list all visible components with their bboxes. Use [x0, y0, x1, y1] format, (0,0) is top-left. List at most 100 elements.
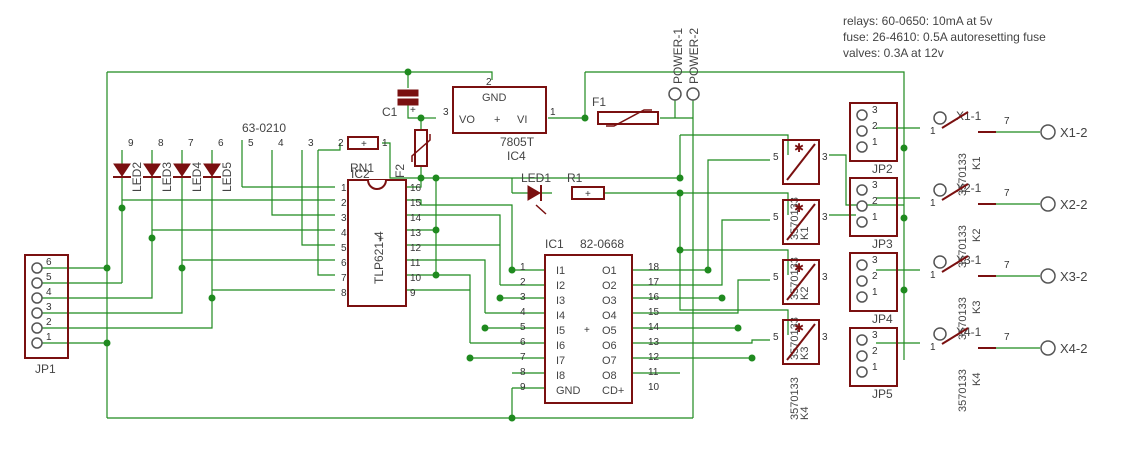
switch-x1-pad — [933, 111, 947, 125]
relay-coil-part: 3570133 — [789, 197, 801, 240]
regulator-pin3: 3 — [443, 107, 449, 118]
terminal-block — [849, 177, 898, 237]
terminal-pin: 3 — [872, 330, 878, 341]
ic1-output-O6: O6 — [602, 340, 617, 352]
terminal-pin: 2 — [872, 346, 878, 357]
terminal-pin: 1 — [872, 362, 878, 373]
regulator-ic4: GND VO + VI 2 3 1 7805T IC4 — [443, 77, 556, 163]
ic2-pin15: 15 — [410, 198, 422, 209]
led4-label: LED4 — [190, 162, 204, 192]
ic2-pin10: 10 — [410, 273, 422, 284]
switch-x1-pad — [933, 255, 947, 269]
ic1-plus: + — [584, 325, 590, 336]
switch-pin7: 7 — [1004, 260, 1010, 271]
ic2-pin12: 12 — [410, 243, 422, 254]
relay-pin3: 3 — [822, 212, 828, 223]
ic1-output-O4: O4 — [602, 310, 617, 322]
relay-coil-ref: K2 — [799, 287, 811, 300]
regulator-vi: VI — [517, 114, 527, 126]
ic1-left-pin: 6 — [520, 337, 526, 348]
regulator-gnd: GND — [482, 92, 507, 104]
power-1-label: POWER-1 — [671, 28, 685, 84]
relay-diode-mark: ✱ — [794, 201, 804, 215]
terminal-pad — [856, 259, 868, 271]
ic1-left-pin: 9 — [520, 382, 526, 393]
terminal-pin: 1 — [872, 212, 878, 223]
relay-coil-slash — [786, 323, 816, 361]
fuse-f1: F1 — [592, 95, 659, 127]
f2-label: F2 — [393, 164, 407, 178]
led1-label: LED1 — [521, 171, 551, 185]
rn1-pin6: 6 — [218, 138, 224, 149]
ic1-left-pin: 2 — [520, 277, 526, 288]
ic2-pin5: 5 — [341, 243, 347, 254]
ic1-output-CD+: CD+ — [602, 385, 624, 397]
terminal-pad — [856, 291, 868, 303]
rn1-pin2: 2 — [338, 138, 344, 149]
relay-coil-slash — [786, 143, 816, 181]
rn1-pin1: 1 — [382, 138, 388, 149]
terminal-pad — [856, 109, 868, 121]
jp1-pin6: 6 — [46, 257, 52, 268]
switch-contact — [941, 183, 969, 201]
led3-label: LED3 — [160, 162, 174, 192]
switch-x1-label: X3-1 — [956, 253, 982, 267]
ic2-pin4: 4 — [341, 228, 347, 239]
note-relays: relays: 60-0650: 10mA at 5v — [843, 14, 992, 28]
switch-x1-label: X2-1 — [956, 181, 982, 195]
ic1-input-I6: I6 — [556, 340, 565, 352]
ic2-pin8: 8 — [341, 288, 347, 299]
switch-x1-label: X1-1 — [956, 109, 982, 123]
ic1-output-O2: O2 — [602, 280, 617, 292]
ic1-input-I5: I5 — [556, 325, 565, 337]
terminal-pad — [856, 184, 868, 196]
switch-x2-label: X4-2 — [1060, 341, 1087, 356]
ic1-ref: IC1 — [545, 237, 564, 251]
relay-coil-part: 3570133 — [789, 377, 801, 420]
switch-ref: K4 — [971, 373, 983, 386]
led2-label: LED2 — [130, 162, 144, 192]
terminal-pin: 2 — [872, 271, 878, 282]
switch-ref: K1 — [971, 157, 983, 170]
led1-r1: LED1 + R1 — [521, 171, 605, 215]
ic2-pin2: 2 — [341, 198, 347, 209]
relay-coil-ref: K4 — [799, 407, 811, 420]
note-valves: valves: 0.3A at 12v — [843, 46, 944, 60]
switch-x2-label: X1-2 — [1060, 125, 1087, 140]
ic1-input-I3: I3 — [556, 295, 565, 307]
fuse-f2: F2 — [393, 129, 431, 178]
relay-coil-part: 3570133 — [789, 317, 801, 360]
jp1-pin4: 4 — [46, 287, 52, 298]
ic1-output-O8: O8 — [602, 370, 617, 382]
switch-x2-label: X2-2 — [1060, 197, 1087, 212]
terminal-pin: 2 — [872, 121, 878, 132]
relay-pin3: 3 — [822, 332, 828, 343]
ic1-left-pin: 1 — [520, 262, 526, 273]
rn1-pin3: 3 — [308, 138, 314, 149]
switch-x1-pad — [933, 327, 947, 341]
ic1-input-I8: I8 — [556, 370, 565, 382]
terminal-pad — [856, 366, 868, 378]
switch-pin1: 1 — [930, 342, 936, 353]
relay-diode-mark: ✱ — [794, 141, 804, 155]
rn1-pin9: 9 — [128, 138, 134, 149]
relay-coil — [782, 139, 820, 185]
switch-x2-pad — [1040, 124, 1056, 140]
terminal-ref: JP5 — [872, 387, 893, 401]
ic1-right-pin: 15 — [648, 307, 660, 318]
rn1-pin5: 5 — [248, 138, 254, 149]
switch-x1-label: X4-1 — [956, 325, 982, 339]
terminal-block — [849, 252, 898, 312]
relay-coil-slash — [786, 263, 816, 301]
jp1-ref: JP1 — [35, 362, 56, 376]
relay-coil — [782, 259, 820, 305]
jp1-pin5: 5 — [46, 272, 52, 283]
switch-pin7: 7 — [1004, 332, 1010, 343]
ic2-pin13: 13 — [410, 228, 422, 239]
fuse-f1-label: F1 — [592, 95, 606, 109]
ic1-left-pin: 8 — [520, 367, 526, 378]
switch-pin1: 1 — [930, 270, 936, 281]
terminal-pad — [856, 334, 868, 346]
switch-contact — [941, 327, 969, 345]
